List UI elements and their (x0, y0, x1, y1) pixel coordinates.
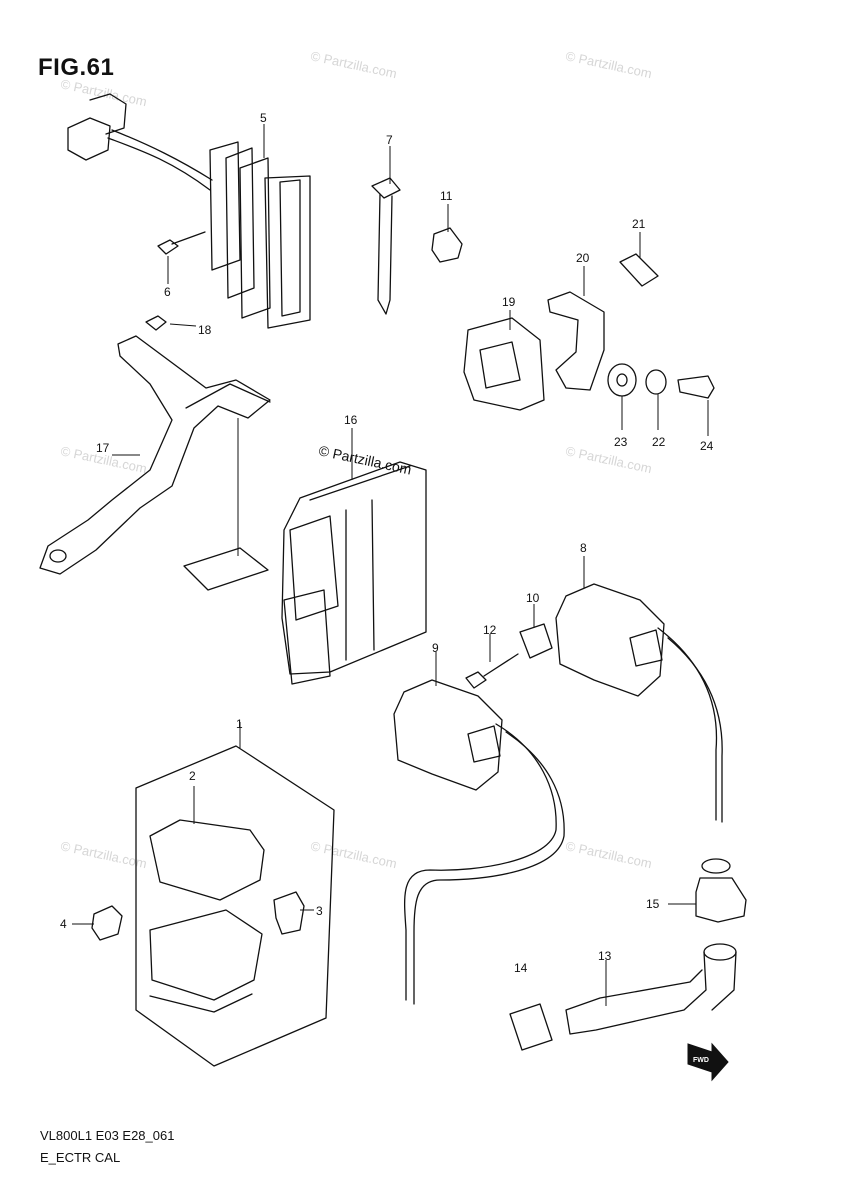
callout-1: 1 (236, 717, 243, 731)
callout-12: 12 (483, 623, 497, 637)
relay-19-part (463, 310, 545, 411)
screw-18-part (145, 315, 197, 331)
watermark-text: © Partzilla.com (59, 76, 148, 109)
central-watermark: © Partzilla.com (317, 442, 413, 477)
hardware-23-22-24 (607, 363, 715, 436)
callout-3: 3 (316, 904, 323, 918)
callout-19: 19 (502, 295, 516, 309)
callout-9: 9 (432, 641, 439, 655)
callout-15: 15 (646, 897, 660, 911)
watermark-text: © Partzilla.com (309, 838, 398, 871)
callout-7: 7 (386, 133, 393, 147)
screw-4-part (72, 905, 123, 941)
callout-2: 2 (189, 769, 196, 783)
watermark-text: © Partzilla.com (564, 838, 653, 871)
callout-14: 14 (514, 961, 528, 975)
spacer-10-part (519, 604, 553, 659)
ignition-coil-9-part (393, 652, 565, 1005)
callout-labels: 1 2 3 4 5 6 7 8 9 10 11 12 13 14 15 16 1… (60, 111, 714, 975)
pin-part (619, 232, 659, 287)
callout-4: 4 (60, 917, 67, 931)
callout-17: 17 (96, 441, 110, 455)
callout-13: 13 (598, 949, 612, 963)
callout-16: 16 (344, 413, 358, 427)
bracket-17-part (39, 335, 271, 591)
figure-code: VL800L1 E03 E28_061 (40, 1128, 175, 1143)
watermark-text: © Partzilla.com (564, 443, 653, 476)
bolt-12-part (465, 634, 519, 689)
ignition-coil-8-part (555, 556, 723, 823)
callout-24: 24 (700, 439, 714, 453)
callout-23: 23 (614, 435, 628, 449)
callout-21: 21 (632, 217, 646, 231)
bracket-20-part (547, 266, 605, 391)
callout-10: 10 (526, 591, 540, 605)
cable-tie-part (371, 146, 401, 315)
forward-arrow-badge: FWD (687, 1042, 729, 1082)
figure-title: FIG.61 (38, 54, 115, 81)
regulator-rectifier-part (67, 93, 311, 329)
section-label: E_ECTR CAL (40, 1150, 121, 1165)
boot-14-part (509, 1003, 553, 1051)
clamp-part (431, 204, 463, 263)
callout-8: 8 (580, 541, 587, 555)
callout-11: 11 (440, 189, 453, 203)
callout-22: 22 (652, 435, 666, 449)
callout-5: 5 (260, 111, 267, 125)
callout-20: 20 (576, 251, 590, 265)
watermark-text: © Partzilla.com (564, 48, 653, 81)
fuse-box-assembly-1 (135, 722, 335, 1067)
watermark-text: © Partzilla.com (59, 838, 148, 871)
fwd-label: FWD (693, 1057, 709, 1064)
bolt-6-part (157, 231, 206, 284)
callout-18: 18 (198, 323, 212, 337)
watermark-text: © Partzilla.com (309, 48, 398, 81)
plug-cap-15-part (668, 858, 747, 923)
spark-plug-cap-13-part (565, 943, 737, 1035)
ecm-16-part (281, 428, 427, 685)
callout-6: 6 (164, 285, 171, 299)
